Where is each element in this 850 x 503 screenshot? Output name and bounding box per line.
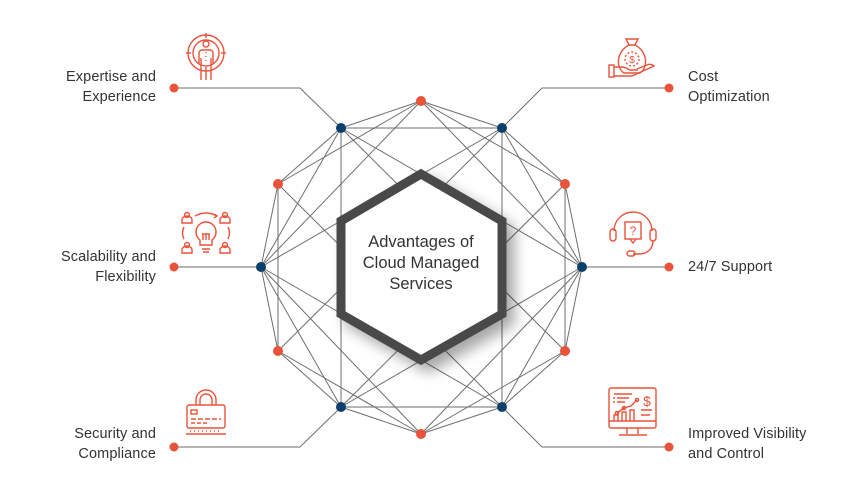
label-line: Expertise and	[66, 69, 156, 85]
connector-lines	[174, 87, 669, 448]
label-24-7-support: 24/7 Support	[688, 257, 772, 277]
center-title: Advantages of Cloud Managed Services	[341, 232, 501, 295]
mesh-nodes-blue	[256, 123, 587, 412]
label-security-and-compliance: Security and Compliance	[74, 424, 156, 464]
svg-text:$: $	[629, 55, 635, 66]
label-line: Flexibility	[95, 269, 156, 285]
label-line: Scalability and	[61, 249, 156, 265]
lightbulb-team-icon	[181, 211, 231, 254]
center-title-line-2: Cloud Managed	[362, 254, 480, 272]
endpoint-dots	[169, 83, 674, 452]
label-line: Optimization	[688, 89, 770, 105]
label-line: Improved Visibility	[688, 426, 807, 442]
label-scalability-and-flexibility: Scalability and Flexibility	[61, 247, 156, 287]
label-line: and Control	[688, 446, 765, 462]
label-line: 24/7 Support	[688, 259, 773, 275]
label-expertise-and-experience: Expertise and Experience	[66, 67, 156, 107]
label-cost-optimization: Cost Optimization	[688, 67, 770, 107]
center-title-line-3: Services	[389, 275, 453, 293]
svg-text:$: $	[643, 393, 651, 409]
label-line: Security and	[74, 426, 156, 442]
mesh-nodes-red	[273, 96, 570, 439]
label-line: Cost	[688, 69, 719, 85]
svg-text:?: ?	[630, 224, 637, 238]
money-bag-hand-icon: $	[608, 38, 656, 78]
target-person-icon	[186, 33, 226, 80]
label-line: Compliance	[78, 446, 156, 462]
monitor-chart-icon: $	[608, 387, 657, 436]
center-hexagon	[336, 168, 507, 366]
label-improved-visibility-and-control: Improved Visibility and Control	[688, 424, 806, 464]
headset-question-icon: ?	[609, 211, 657, 257]
center-title-line-1: Advantages of	[368, 233, 474, 251]
padlock-card-icon	[186, 389, 226, 435]
label-line: Experience	[82, 89, 156, 105]
